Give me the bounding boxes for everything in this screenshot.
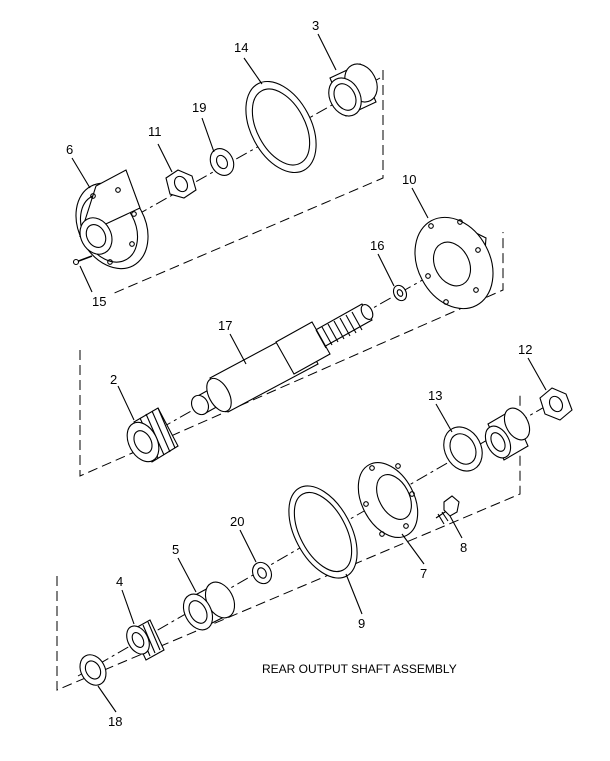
part-6-flange bbox=[75, 169, 149, 270]
part-3-bearing-cup bbox=[328, 63, 378, 117]
callout-5: 5 bbox=[172, 542, 179, 557]
part-9-gasket bbox=[288, 485, 358, 579]
leader-lines bbox=[71, 33, 547, 713]
callout-13: 13 bbox=[428, 388, 442, 403]
part-18-thrust-washer bbox=[79, 654, 107, 686]
callout-15: 15 bbox=[92, 294, 106, 309]
callout-10: 10 bbox=[402, 172, 416, 187]
part-20-washer bbox=[251, 561, 273, 585]
part-5-bearing-cup bbox=[182, 581, 236, 631]
callout-3: 3 bbox=[312, 18, 319, 33]
part-12-nut bbox=[539, 387, 573, 421]
shaft-splines bbox=[315, 311, 363, 349]
callout-11: 11 bbox=[148, 124, 162, 139]
callout-17: 17 bbox=[218, 318, 232, 333]
part-15-pin bbox=[72, 255, 93, 266]
callout-4: 4 bbox=[116, 574, 123, 589]
part-17-output-shaft bbox=[190, 303, 374, 416]
callout-14: 14 bbox=[234, 40, 248, 55]
callout-6: 6 bbox=[66, 142, 73, 157]
center-axes bbox=[77, 77, 561, 677]
part-4-bearing-cone bbox=[126, 619, 165, 661]
diagram-caption: REAR OUTPUT SHAFT ASSEMBLY bbox=[262, 662, 457, 676]
part-11-nut bbox=[165, 169, 197, 199]
part-7-bearing-retainer bbox=[357, 462, 419, 538]
part-8-capscrew bbox=[435, 495, 460, 525]
part-19-washer bbox=[209, 148, 235, 176]
callout-20: 20 bbox=[230, 514, 244, 529]
callout-16: 16 bbox=[370, 238, 384, 253]
callout-8: 8 bbox=[460, 540, 467, 555]
part-13-seal bbox=[443, 426, 483, 472]
callout-9: 9 bbox=[358, 616, 365, 631]
callout-19: 19 bbox=[192, 100, 206, 115]
part-2-bearing-cone bbox=[126, 407, 179, 463]
callout-12: 12 bbox=[518, 342, 532, 357]
part-16-snap-ring bbox=[392, 284, 408, 302]
part-10-flange bbox=[414, 216, 494, 310]
callout-18: 18 bbox=[108, 714, 122, 729]
part-14-gasket bbox=[245, 80, 317, 174]
callout-7: 7 bbox=[420, 566, 427, 581]
callout-2: 2 bbox=[110, 372, 117, 387]
spacer-sleeve bbox=[484, 407, 531, 461]
callout-labels: 6 11 19 14 3 15 10 16 17 2 12 13 8 7 9 2… bbox=[66, 18, 532, 729]
